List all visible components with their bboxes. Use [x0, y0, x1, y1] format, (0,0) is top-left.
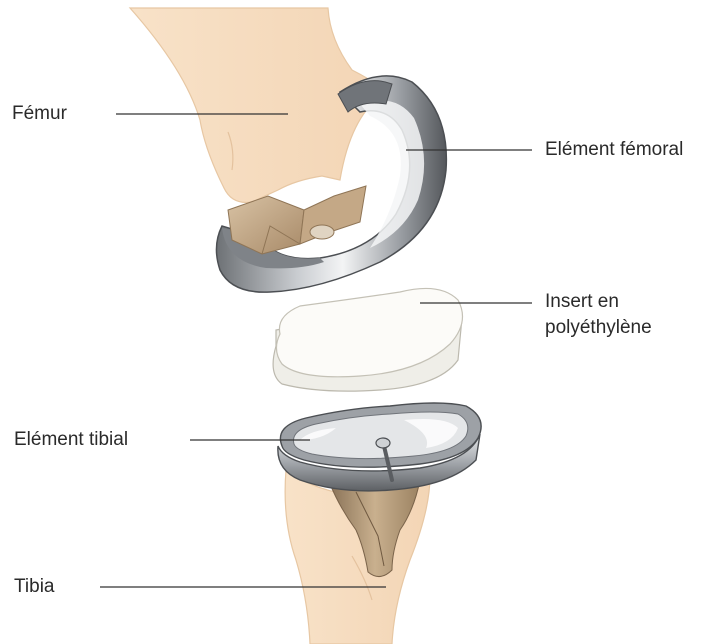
label-femoral-component: Elément fémoral	[545, 139, 683, 161]
label-insert-line2: polyéthylène	[545, 317, 652, 339]
label-tibial-component: Elément tibial	[14, 429, 128, 451]
label-insert-line1: Insert en	[545, 291, 619, 313]
label-femur: Fémur	[12, 103, 67, 125]
tibia-bone	[285, 470, 430, 644]
polyethylene-insert	[273, 288, 462, 391]
label-tibia: Tibia	[14, 576, 54, 598]
tibial-component	[278, 403, 481, 491]
